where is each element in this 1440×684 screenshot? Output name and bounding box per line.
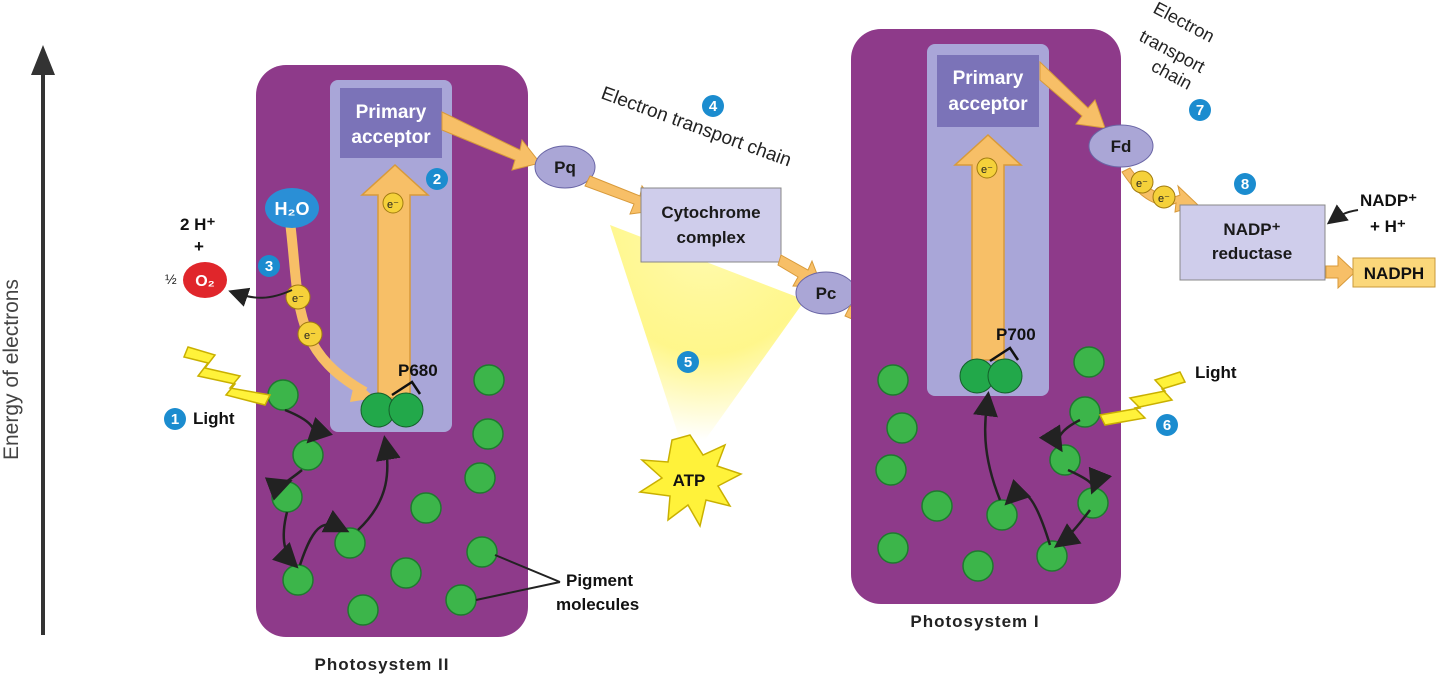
light-bolt-2-icon: [1098, 371, 1187, 426]
water-molecule: [265, 188, 319, 228]
nadp-reductase-label-1: NADP⁺: [1223, 220, 1280, 239]
pigments-i: [875, 346, 1109, 582]
electron-up-arrow-i: [953, 133, 1023, 361]
step-badge-5: [677, 351, 699, 373]
step-badge-3: [258, 255, 280, 277]
step-6-label: 6: [1163, 417, 1171, 434]
carrier-pq-label: Pq: [554, 158, 576, 177]
water-electron-path: [285, 221, 368, 397]
nadp-input-label-2: + H⁺: [1370, 217, 1406, 236]
cytochrome-complex: [640, 187, 782, 263]
atp-label: ATP: [673, 471, 706, 490]
photosystem-ii: Primary acceptor e⁻ e⁻ e⁻ H₂O P680: [228, 65, 528, 674]
photosystem-ii-label: Photosystem II: [315, 655, 450, 674]
p680-pigment-b: [388, 392, 424, 428]
primary-acceptor-i-label-1: Primary: [953, 68, 1024, 89]
step-badge-7: [1189, 99, 1211, 121]
pigments-ii: [267, 364, 505, 626]
light-input-1: Light: [182, 346, 272, 428]
primary-acceptor-ii-label-1: Primary: [356, 102, 427, 123]
nadp-reductase-label-2: reductase: [1212, 244, 1292, 263]
step-5-label: 5: [684, 354, 692, 371]
nadp-input-label-1: NADP⁺: [1360, 191, 1417, 210]
axis-label: Energy of electrons: [0, 279, 23, 460]
plus-label: +: [194, 237, 204, 256]
excitation-arrows-ii: [264, 408, 401, 569]
arrow-acceptor-to-fd: [1039, 60, 1106, 129]
step-badge-2: [426, 168, 448, 190]
primary-acceptor-i: [937, 55, 1039, 127]
electron-label-water-2: e⁻: [304, 330, 316, 342]
primary-acceptor-ii-label-2: acceptor: [351, 127, 431, 148]
electron-up-arrow-ii: [360, 163, 430, 399]
photosystem-i: Primary acceptor e⁻ P700: [851, 29, 1121, 631]
oxygen-label: O₂: [195, 273, 215, 290]
primary-acceptor-ii: [340, 88, 442, 158]
step-4-label: 4: [709, 98, 718, 115]
electron-label-fd-2: e⁻: [1158, 193, 1170, 205]
carrier-fd: [1088, 124, 1154, 168]
oxygen-output: 2 H⁺ + ½ O₂: [165, 215, 227, 298]
light-bolt-1-icon: [182, 346, 272, 406]
cytochrome-label-1: Cytochrome: [661, 203, 760, 222]
carrier-pq: [534, 145, 596, 189]
electron-label-water-1: e⁻: [292, 293, 304, 305]
step-7-label: 7: [1196, 102, 1204, 119]
half-label: ½: [165, 271, 177, 287]
electron-label-fd-1: e⁻: [1136, 178, 1148, 190]
etc-label-1: Electron transport chain: [598, 83, 794, 171]
step-badge-6: [1156, 414, 1178, 436]
carrier-fd-label: Fd: [1111, 137, 1132, 156]
step-1-label: 1: [171, 411, 179, 428]
electron-label-ii: e⁻: [387, 199, 399, 211]
light-1-label: Light: [193, 409, 235, 428]
pigment-label-1: Pigment: [566, 571, 633, 590]
protons-label: 2 H⁺: [180, 215, 215, 234]
step-badges: 1 2 3 4 5 6 7 8: [164, 95, 1256, 436]
atp-burst-icon: [637, 434, 743, 529]
carrier-pc-label: Pc: [816, 284, 837, 303]
nadph-label: NADPH: [1364, 264, 1424, 283]
p700-pigment-b: [987, 358, 1023, 394]
atp-glow-beam: [610, 225, 805, 440]
water-label: H₂O: [275, 199, 310, 219]
arrow-acceptor-to-pq: [441, 111, 541, 171]
step-badge-8: [1234, 173, 1256, 195]
p680-label: P680: [398, 361, 438, 380]
nadph-box: [1352, 257, 1436, 288]
light-input-2: Light: [1098, 363, 1237, 426]
pigment-callout: Pigment molecules: [475, 554, 639, 614]
primary-acceptor-i-label-2: acceptor: [948, 94, 1028, 115]
step-3-label: 3: [265, 258, 273, 275]
p700-label: P700: [996, 325, 1036, 344]
oxygen-molecule: [183, 262, 227, 298]
cytochrome-label-2: complex: [677, 228, 747, 247]
light-2-label: Light: [1195, 363, 1237, 382]
energy-axis: Energy of electrons: [0, 45, 55, 635]
step-badge-1: [164, 408, 186, 430]
nadp-reductase: [1179, 204, 1326, 281]
excitation-arrows-i: [973, 391, 1113, 548]
step-badge-4: [702, 95, 724, 117]
electron-label-i: e⁻: [981, 164, 993, 176]
photosystem-i-label: Photosystem I: [910, 612, 1039, 631]
arrow-to-nadph: [1325, 254, 1356, 290]
step-8-label: 8: [1241, 176, 1249, 193]
step-2-label: 2: [433, 171, 441, 188]
pigment-label-2: molecules: [556, 595, 639, 614]
